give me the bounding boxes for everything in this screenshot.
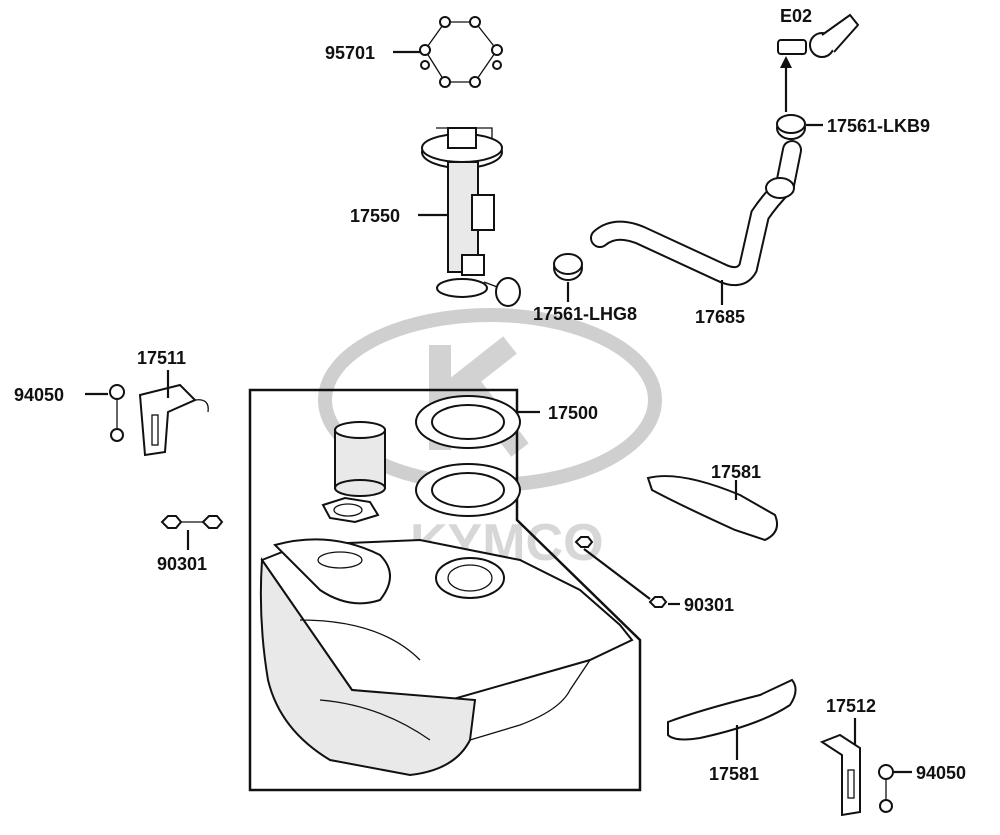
label-17512: 17512 xyxy=(826,696,876,716)
bolt-94050-right xyxy=(878,764,894,813)
bracket-17511 xyxy=(138,383,209,457)
bolt-94050-left xyxy=(109,384,125,442)
nut-90301-left xyxy=(160,515,224,529)
label-17581-top: 17581 xyxy=(711,462,761,482)
label-17561-lhg8: 17561-LHG8 xyxy=(533,304,637,324)
fuel-tank-body xyxy=(259,538,634,777)
pad-17581-top xyxy=(646,475,778,542)
label-e02: E02 xyxy=(780,6,812,26)
bracket-17512 xyxy=(819,733,861,817)
clamp-17561-lhg8 xyxy=(553,253,583,281)
gasket-upper xyxy=(415,395,521,449)
nut-90301-right xyxy=(574,536,668,608)
hose-17685 xyxy=(590,140,802,287)
label-94050-left: 94050 xyxy=(14,385,64,405)
label-17550: 17550 xyxy=(350,206,400,226)
label-17561-lkb9: 17561-LKB9 xyxy=(827,116,930,136)
connector-e02 xyxy=(777,13,860,58)
label-17500: 17500 xyxy=(548,403,598,423)
clamp-17561-lkb9 xyxy=(776,114,806,140)
label-90301-left: 90301 xyxy=(157,554,207,574)
pad-17581-bottom xyxy=(667,678,797,741)
label-17511: 17511 xyxy=(137,348,186,368)
filler-cap-plate xyxy=(321,496,380,524)
arrow-up-icon xyxy=(780,56,792,68)
label-94050-right: 94050 xyxy=(916,763,966,783)
label-17685: 17685 xyxy=(695,307,745,327)
label-95701: 95701 xyxy=(325,43,375,63)
label-90301-right: 90301 xyxy=(684,595,734,615)
tank-group-frame xyxy=(248,388,642,792)
filler-sleeve xyxy=(334,421,386,497)
fuel-pump-17550 xyxy=(421,127,521,307)
label-17581-bottom: 17581 xyxy=(709,764,759,784)
gasket-lower xyxy=(415,463,521,517)
screw-set-95701 xyxy=(419,16,503,88)
